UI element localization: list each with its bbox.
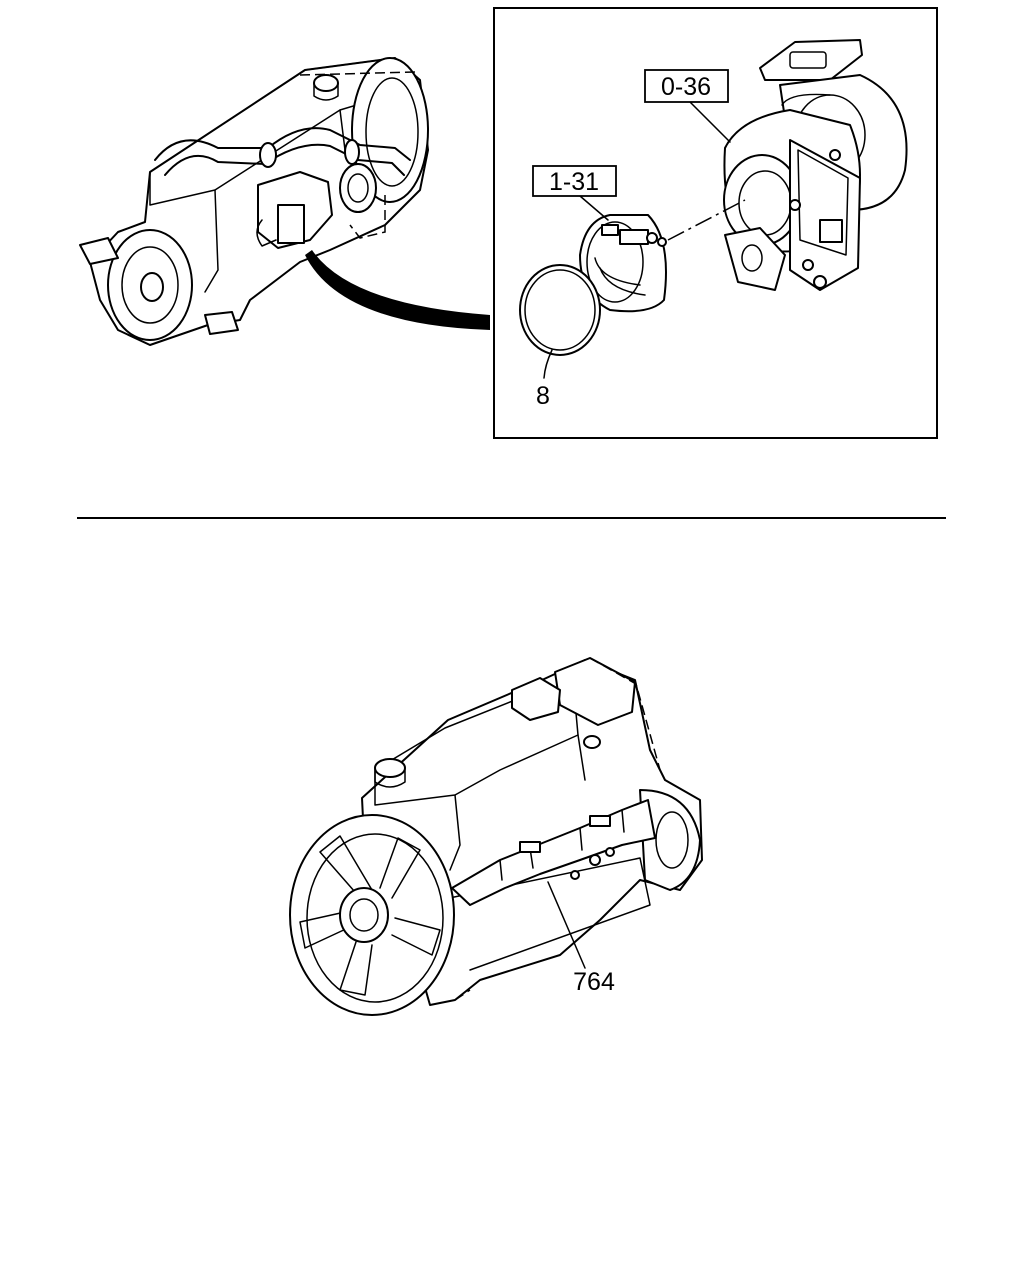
callout-1-31-label: 1-31 — [549, 168, 599, 196]
engine-assembly-lower — [289, 657, 703, 1016]
clamp-drawing — [579, 195, 667, 313]
seal-ring-drawing — [519, 264, 601, 379]
callout-0-36: 0-36 — [644, 69, 729, 103]
callout-8-label: 8 — [536, 382, 550, 410]
engine-overview-top — [79, 57, 490, 346]
callout-1-31-box — [532, 165, 617, 197]
callout-764-label: 764 — [573, 968, 615, 996]
callout-0-36-label: 0-36 — [661, 73, 711, 101]
assembly-axis — [667, 199, 746, 241]
detail-frame — [493, 7, 938, 439]
callout-0-36-box — [644, 69, 729, 103]
turbocharger-drawing — [689, 39, 908, 291]
callout-1-31: 1-31 — [532, 165, 617, 197]
